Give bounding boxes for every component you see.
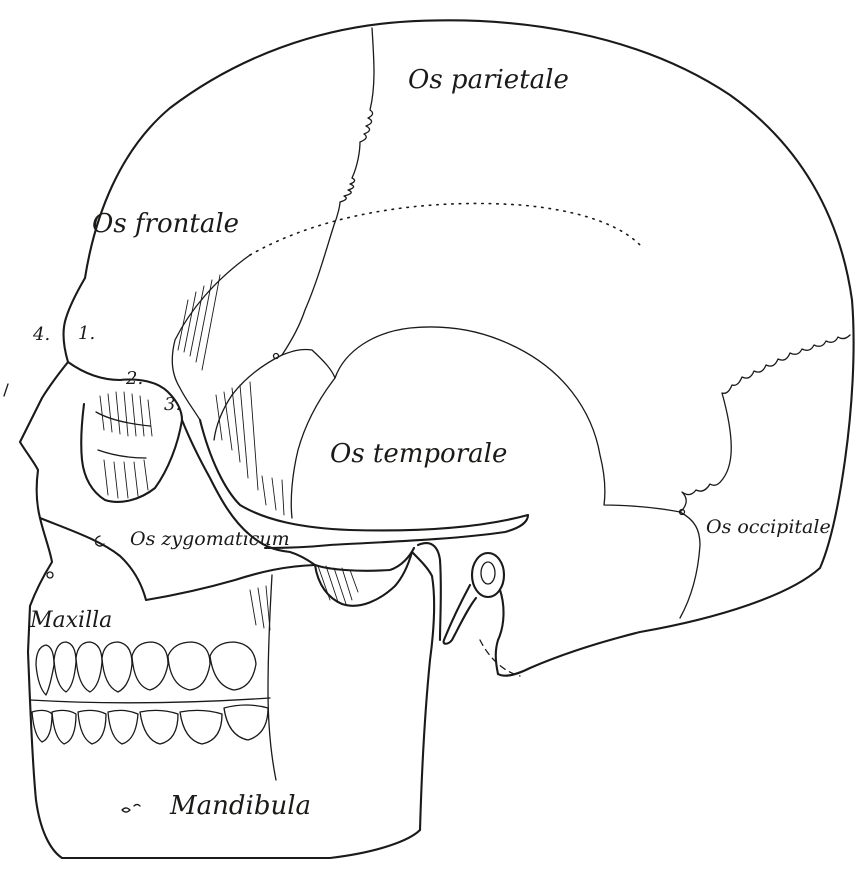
temporal-front-line bbox=[291, 378, 335, 518]
label-maxilla: Maxilla bbox=[29, 608, 112, 633]
squamous-suture bbox=[282, 327, 700, 618]
marker-2: 2. bbox=[125, 368, 143, 389]
lambdoid-suture bbox=[680, 335, 850, 512]
label-os-zygomaticum: Os zygomaticum bbox=[130, 528, 290, 550]
label-os-temporale: Os temporale bbox=[330, 439, 507, 469]
gum-line bbox=[30, 698, 270, 703]
sphenoid-outline bbox=[172, 255, 250, 420]
upper-teeth bbox=[36, 642, 256, 695]
lower-teeth bbox=[32, 705, 268, 744]
mastoid-dashed bbox=[480, 640, 520, 676]
mandible-front bbox=[268, 575, 276, 780]
styloid-process bbox=[444, 585, 476, 644]
sphenoparietal-line bbox=[214, 355, 282, 440]
notch-hatching bbox=[318, 566, 358, 604]
mental-foramen bbox=[122, 805, 140, 813]
label-os-occipitale: Os occipitale bbox=[706, 516, 831, 538]
cranium-outline bbox=[85, 20, 854, 675]
marker-3: 3. bbox=[164, 394, 181, 415]
mastoid-edge bbox=[496, 590, 504, 674]
ramus-hatching bbox=[250, 586, 270, 630]
mandible-ramus bbox=[412, 552, 434, 830]
orbit-hatching bbox=[100, 392, 152, 498]
marker-1: 1. bbox=[78, 323, 95, 344]
nasal-mark bbox=[4, 384, 8, 396]
label-os-frontale: Os frontale bbox=[92, 209, 239, 239]
coronal-suture bbox=[282, 28, 374, 355]
acoustic-meatus-inner bbox=[481, 562, 495, 584]
label-mandibula: Mandibula bbox=[169, 791, 311, 821]
nasal-point bbox=[47, 572, 53, 578]
orbit-outline bbox=[68, 362, 182, 502]
temporal-line bbox=[250, 203, 640, 255]
fossa-hatching bbox=[178, 275, 284, 515]
face-profile bbox=[20, 278, 420, 858]
marker-4: 4. bbox=[32, 324, 50, 345]
mastoid-process bbox=[418, 543, 441, 640]
label-os-parietale: Os parietale bbox=[408, 65, 569, 95]
